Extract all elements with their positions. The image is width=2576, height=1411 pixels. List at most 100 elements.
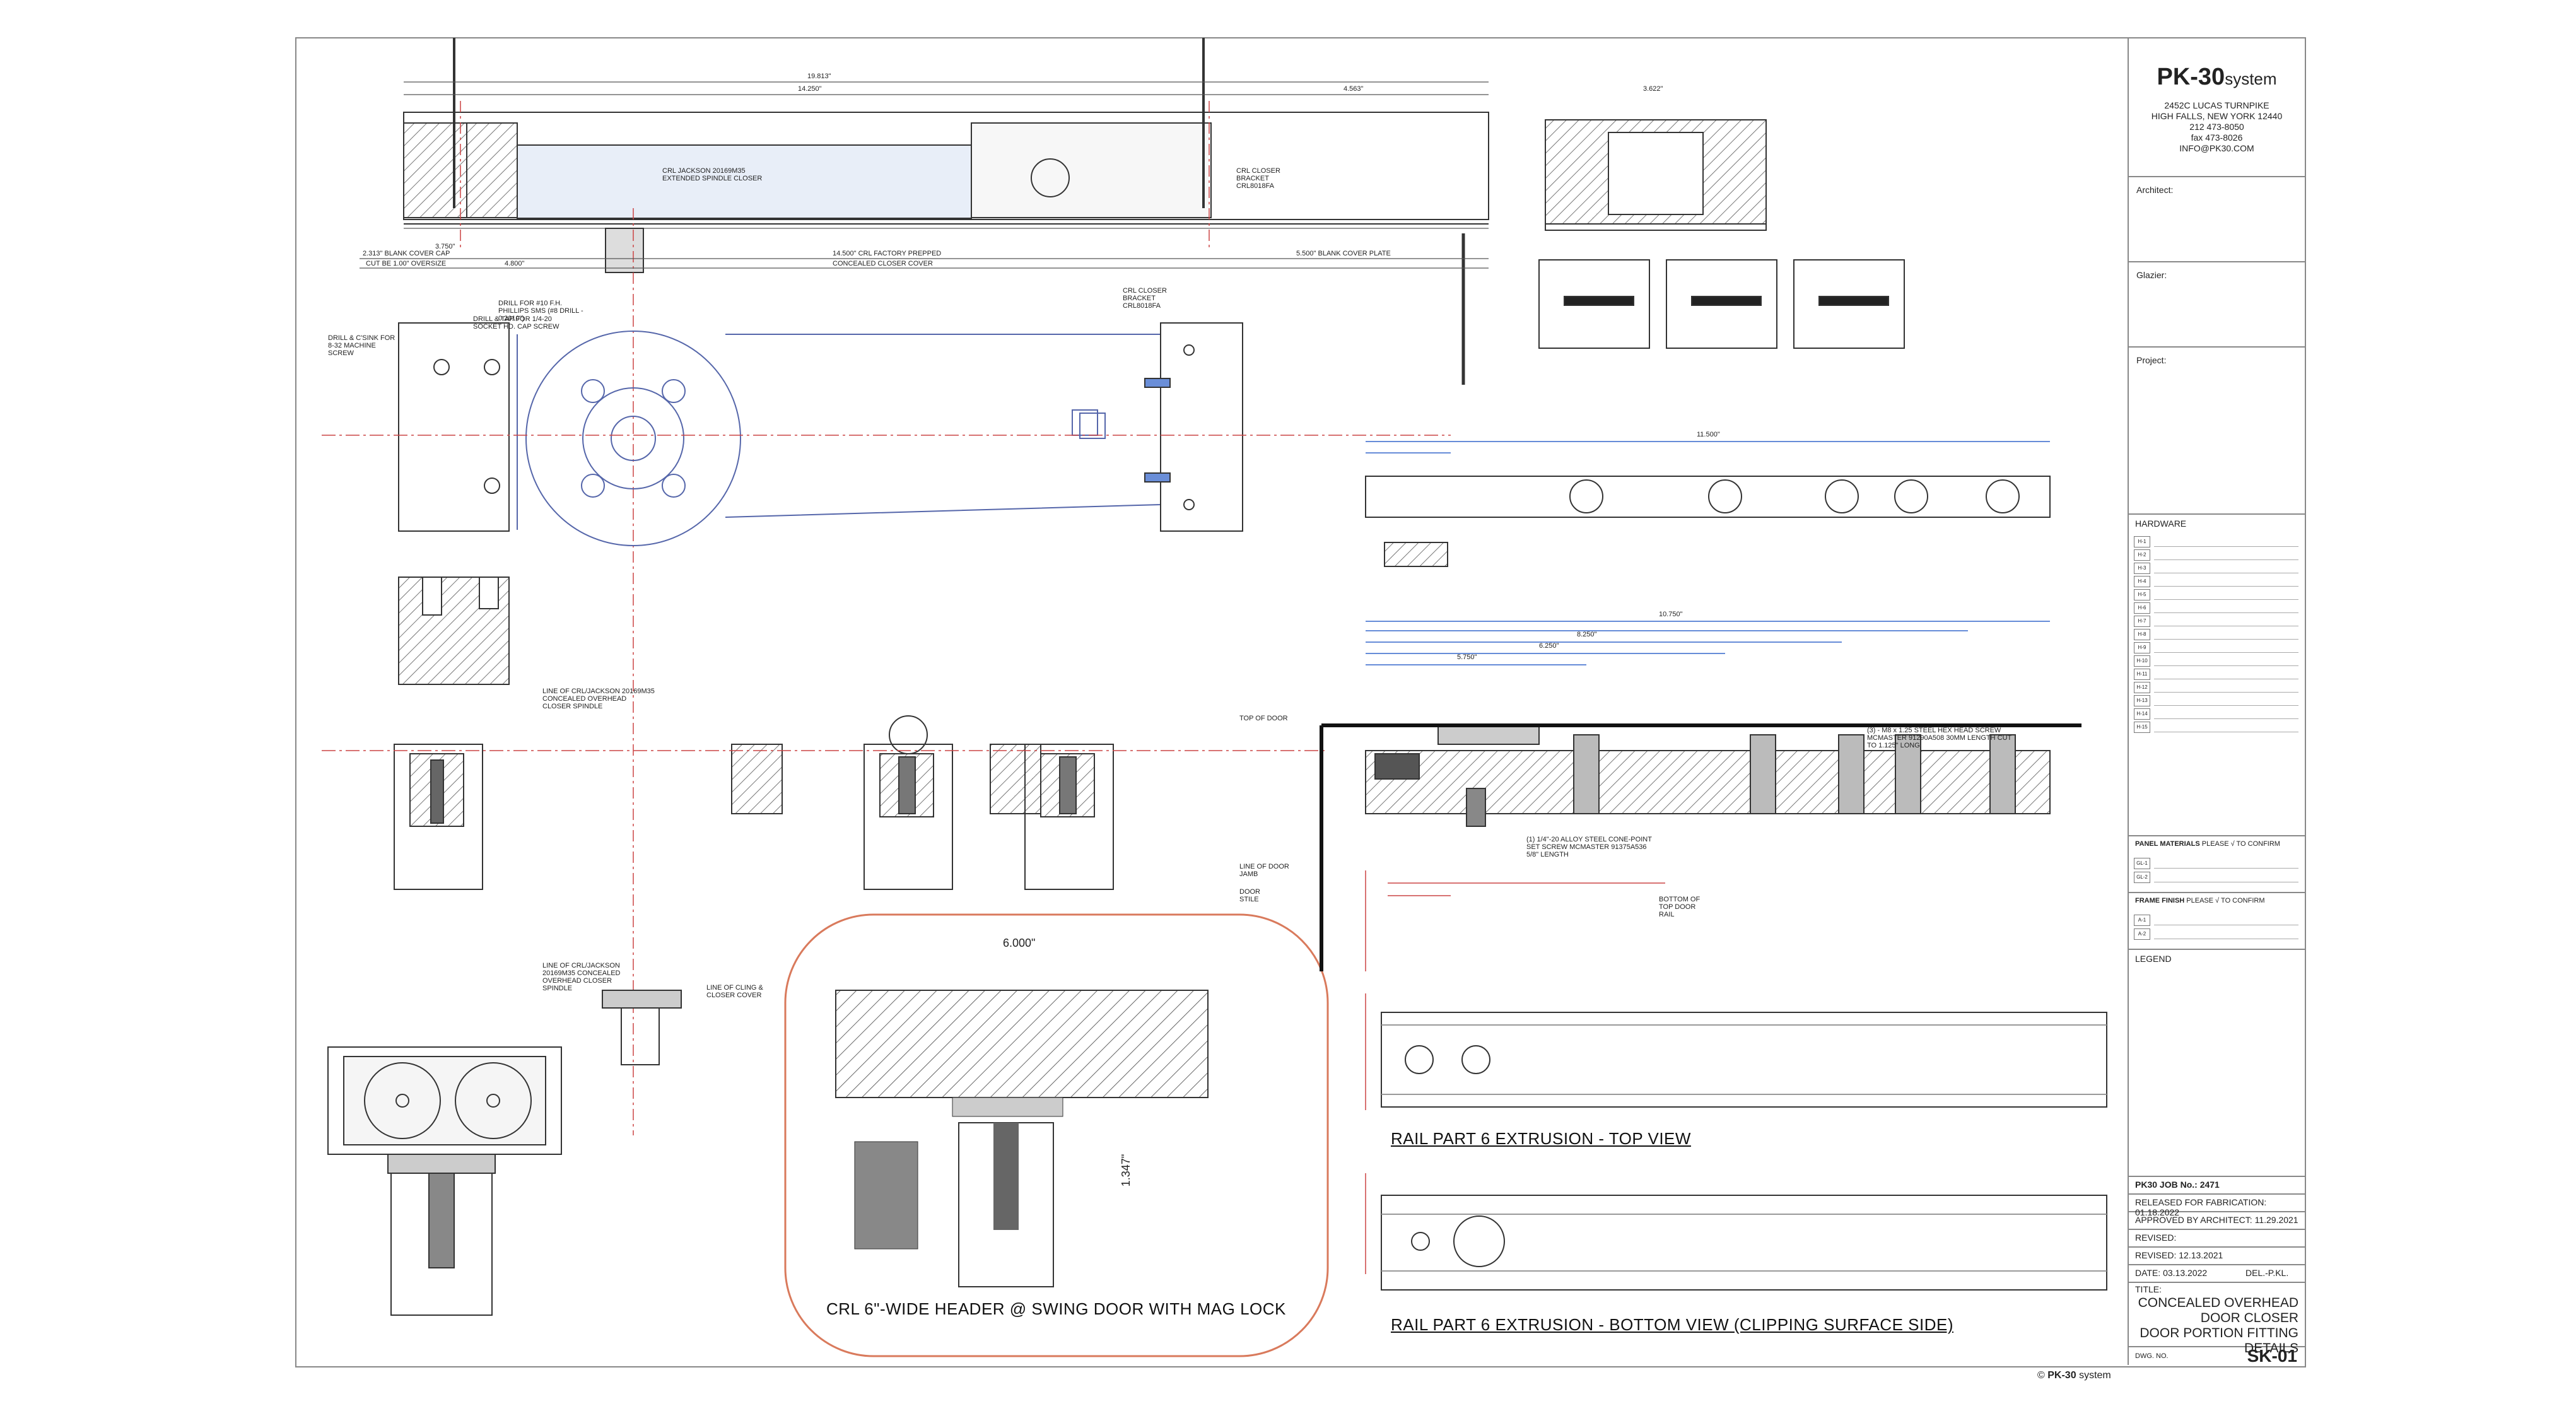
hardware-row[interactable]: H-9 xyxy=(2129,642,2305,655)
caption-top-view: RAIL PART 6 EXTRUSION - TOP VIEW xyxy=(1391,1129,1691,1148)
dim-2313: 2.313" BLANK COVER CAP xyxy=(363,250,450,257)
frame-code-a1: A-1 xyxy=(2134,915,2150,926)
frame-finish-block: FRAME FINISH PLEASE √ TO CONFIRM A-1 A-2 xyxy=(2129,892,2305,950)
hardware-code: H-5 xyxy=(2134,589,2150,600)
hardware-line xyxy=(2154,705,2298,706)
dim-5750: 5.750" xyxy=(1457,653,1477,661)
revised-label: REVISED: xyxy=(2135,1232,2177,1243)
top-right-sections xyxy=(1538,119,1905,349)
logo-block: PK-30system 2452C LUCAS TURNPIKE HIGH FA… xyxy=(2129,37,2305,177)
hardware-row[interactable]: H-14 xyxy=(2129,708,2305,721)
architect-block: Architect: xyxy=(2129,176,2305,262)
hardware-row[interactable]: H-1 xyxy=(2129,536,2305,549)
note-crl-spindle: CRL JACKSON 20169M35 EXTENDED SPINDLE CL… xyxy=(662,167,763,182)
revised-row: REVISED: 12.13.2021 xyxy=(2129,1246,2305,1265)
approved: APPROVED BY ARCHITECT: 11.29.2021 xyxy=(2135,1215,2298,1225)
hardware-row[interactable]: H-13 xyxy=(2129,695,2305,708)
logo-suffix: system xyxy=(2225,69,2277,88)
drawing-title: CONCEALED OVERHEAD DOOR CLOSER DOOR PORT… xyxy=(2138,1296,2298,1356)
centerline-mid xyxy=(322,435,1451,751)
hardware-code: H-9 xyxy=(2134,642,2150,653)
door-frame xyxy=(1320,723,2081,971)
date-row: DATE: 03.13.2022 DEL.-P.KL. xyxy=(2129,1264,2305,1283)
hardware-line xyxy=(2154,718,2298,719)
hardware-line xyxy=(2154,612,2298,613)
address-street: 2452C LUCAS TURNPIKE xyxy=(2164,100,2269,110)
title-line-2: DOOR CLOSER xyxy=(2200,1311,2298,1325)
dim-6000: 6.000" xyxy=(1003,937,1036,949)
panel-row-gl2[interactable]: GL-2 xyxy=(2129,872,2305,884)
hardware-code: H-11 xyxy=(2134,669,2150,680)
hardware-row[interactable]: H-2 xyxy=(2129,549,2305,562)
extrusion-profiles xyxy=(394,715,1114,890)
caption-bottom-view: RAIL PART 6 EXTRUSION - BOTTOM VIEW (CLI… xyxy=(1391,1315,1953,1334)
hardware-row[interactable]: H-11 xyxy=(2129,669,2305,681)
hardware-code: H-7 xyxy=(2134,616,2150,627)
frame-row-a1[interactable]: A-1 xyxy=(2129,915,2305,927)
footer-brand-suffix: system xyxy=(2079,1370,2111,1381)
address-email: INFO@PK30.COM xyxy=(2179,143,2254,153)
note-top-door: TOP OF DOOR xyxy=(1239,715,1288,722)
rail-section xyxy=(1365,725,2051,827)
project-label: Project: xyxy=(2136,355,2167,365)
panel-row-gl1[interactable]: GL-1 xyxy=(2129,858,2305,870)
note-stile: DOOR STILE xyxy=(1239,888,1260,903)
address-phone: 212 473-8050 xyxy=(2189,122,2244,132)
released-row: RELEASED FOR FABRICATION: 01.18.2022 xyxy=(2129,1193,2305,1217)
hardware-row[interactable]: H-5 xyxy=(2129,589,2305,602)
hardware-line xyxy=(2154,546,2298,547)
revised: REVISED: 12.13.2021 xyxy=(2135,1250,2223,1260)
hardware-row[interactable]: H-3 xyxy=(2129,563,2305,575)
approved-row: APPROVED BY ARCHITECT: 11.29.2021 xyxy=(2129,1211,2305,1230)
copyright-symbol: © xyxy=(2037,1370,2045,1381)
hardware-row[interactable]: H-12 xyxy=(2129,682,2305,694)
dim-1347: 1.347" xyxy=(1120,1154,1133,1187)
project-block: Project: xyxy=(2129,346,2305,515)
logo-brand: PK-30 xyxy=(2157,64,2225,90)
glazier-block: Glazier: xyxy=(2129,261,2305,348)
note-drill-tap: DRILL & TAP FOR 1/4-20 SOCKET HD. CAP SC… xyxy=(473,315,559,331)
frame-finish-hint: PLEASE √ TO CONFIRM xyxy=(2186,897,2265,905)
job-no: PK30 JOB No.: 2471 xyxy=(2135,1180,2220,1190)
hardware-label: HARDWARE xyxy=(2135,518,2187,529)
dim-10750: 10.750" xyxy=(1659,611,1683,618)
hardware-row[interactable]: H-15 xyxy=(2129,722,2305,734)
cloud-header-detail xyxy=(784,913,1329,1357)
title-line-3: DOOR PORTION FITTING xyxy=(2140,1326,2298,1340)
footer-brand-name: PK-30 xyxy=(2047,1370,2076,1381)
hardware-row[interactable]: H-8 xyxy=(2129,629,2305,641)
bracket xyxy=(1144,322,1243,532)
revised-label-row: REVISED: xyxy=(2129,1229,2305,1248)
panel-materials-block: PANEL MATERIALS PLEASE √ TO CONFIRM GL-1… xyxy=(2129,835,2305,893)
dim-4800: 4.800" xyxy=(505,260,525,267)
panel-line xyxy=(2154,868,2298,869)
left-blocks xyxy=(398,322,510,685)
legend-label: LEGEND xyxy=(2135,954,2172,964)
hardware-line xyxy=(2154,559,2298,560)
hardware-code: H-14 xyxy=(2134,708,2150,720)
panel-code-gl1: GL-1 xyxy=(2134,858,2150,869)
hardware-code: H-2 xyxy=(2134,549,2150,561)
red-dims-right xyxy=(1365,870,1665,1274)
hardware-code: H-13 xyxy=(2134,695,2150,706)
hardware-row[interactable]: H-7 xyxy=(2129,616,2305,628)
panel-materials-label: PANEL MATERIALS PLEASE √ TO CONFIRM xyxy=(2135,840,2280,848)
note-jamb: LINE OF DOOR JAMB xyxy=(1239,863,1289,878)
dwg-number: SK-01 xyxy=(2247,1346,2297,1366)
title-row: TITLE: CONCEALED OVERHEAD DOOR CLOSER DO… xyxy=(2129,1282,2305,1355)
hardware-row[interactable]: H-4 xyxy=(2129,576,2305,588)
closer-plan xyxy=(517,331,1161,546)
note-phillips: DRILL FOR #10 F.H. PHILLIPS SMS (#8 DRIL… xyxy=(498,300,583,322)
panel-materials-title: PANEL MATERIALS xyxy=(2135,840,2200,848)
frame-row-a2[interactable]: A-2 xyxy=(2129,928,2305,941)
hardware-code: H-3 xyxy=(2134,563,2150,574)
hardware-code: H-4 xyxy=(2134,576,2150,587)
title-line-4: DETAILS xyxy=(2244,1341,2298,1355)
hardware-row[interactable]: H-10 xyxy=(2129,655,2305,668)
caption-header-detail: CRL 6"-WIDE HEADER @ SWING DOOR WITH MAG… xyxy=(826,1299,1286,1318)
rail-top-plan xyxy=(1365,476,2051,567)
hardware-row[interactable]: H-6 xyxy=(2129,602,2305,615)
title-line-1: CONCEALED OVERHEAD xyxy=(2138,1296,2298,1310)
dim-cover: CONCEALED CLOSER COVER xyxy=(833,260,933,267)
hardware-code: H-6 xyxy=(2134,602,2150,614)
